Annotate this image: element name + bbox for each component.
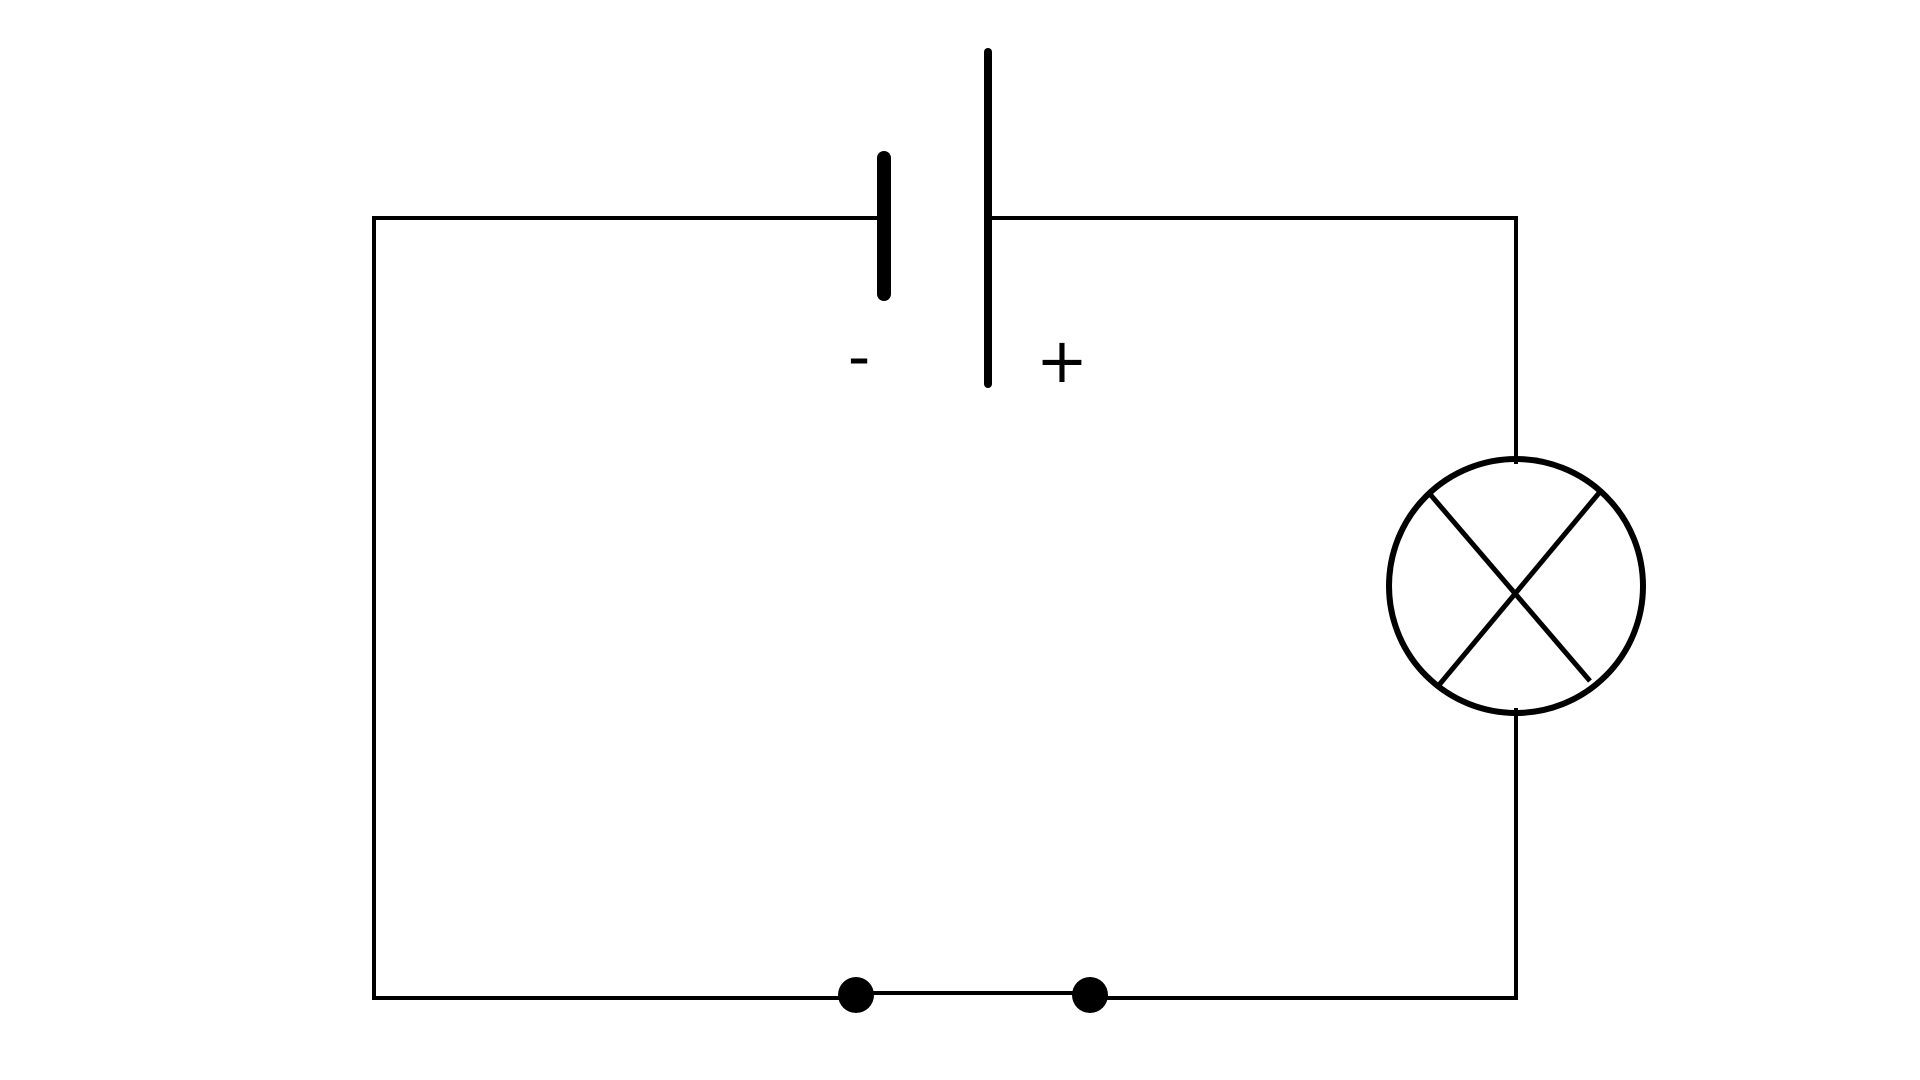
lamp-circle xyxy=(1386,456,1646,716)
switch-terminal-right xyxy=(1072,977,1108,1013)
battery-negative-label: - xyxy=(848,320,870,393)
lamp-cross-line-2 xyxy=(1437,491,1601,687)
battery-positive-label: + xyxy=(1036,324,1088,397)
lamp xyxy=(1386,456,1646,716)
switch xyxy=(838,977,1108,1013)
lamp-cross-line-1 xyxy=(1427,491,1592,683)
switch-terminal-left xyxy=(838,977,874,1013)
battery: - + xyxy=(848,48,1088,397)
wires xyxy=(372,216,1518,1000)
